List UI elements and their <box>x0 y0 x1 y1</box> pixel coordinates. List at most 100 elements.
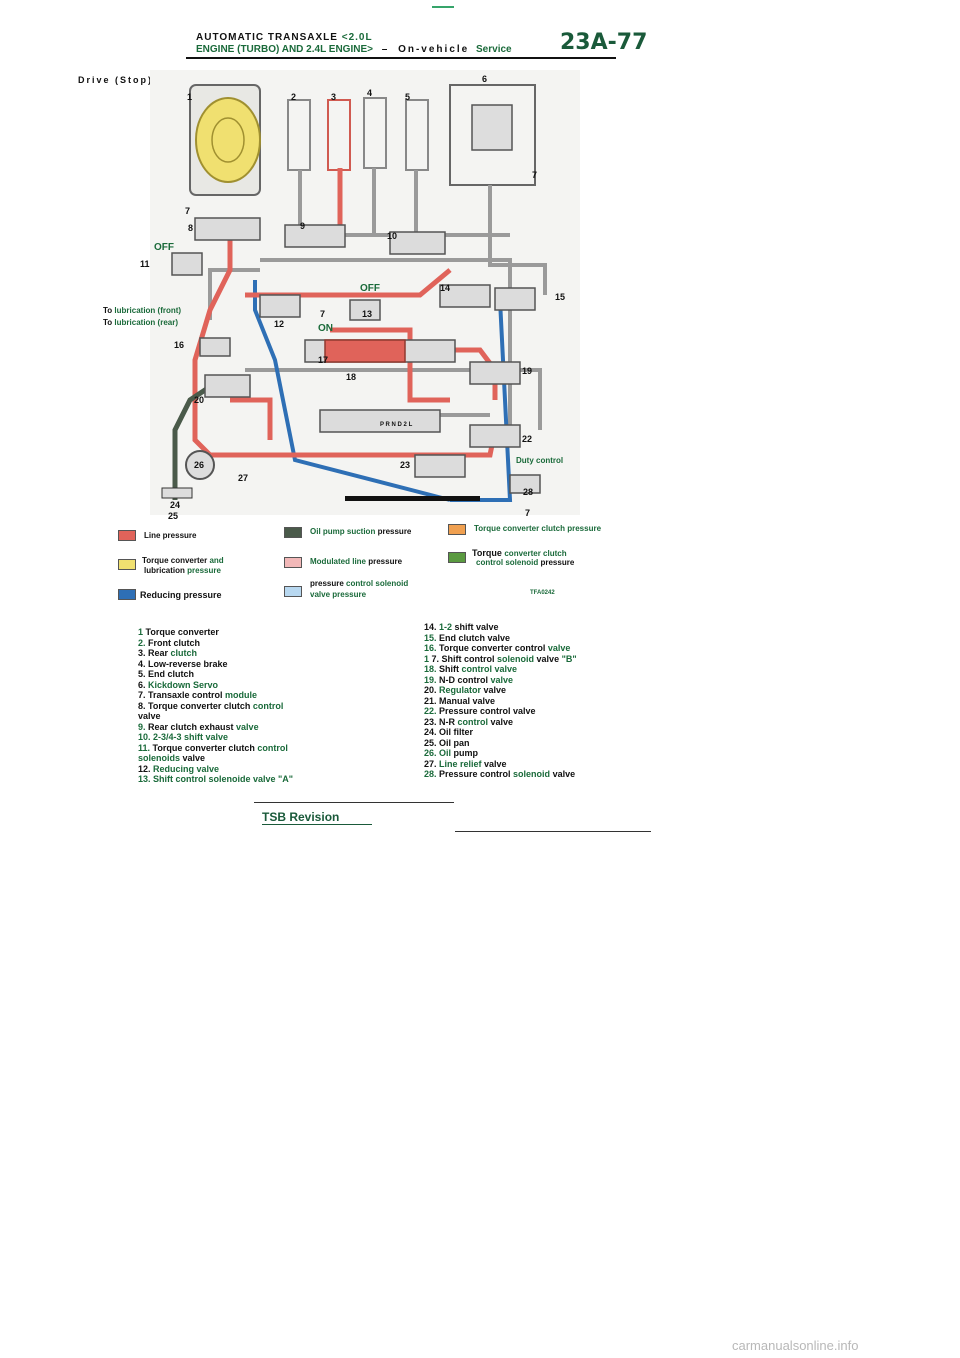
parts-item-a: valve <box>138 711 161 721</box>
legend-reducing: Reducing pressure <box>140 590 222 600</box>
parts-item-g: Kickdown Servo <box>148 679 219 690</box>
parts-item-n: 18. <box>424 664 440 674</box>
callout-4: 4 <box>367 88 373 98</box>
parts-list-item: 11. Torque converter clutch control <box>138 743 293 754</box>
parts-item-g: solenoid <box>497 653 537 664</box>
callout-7d: 7 <box>525 508 531 518</box>
parts-item-a: N-R <box>439 716 458 727</box>
legend-line-pressure-swatch <box>118 530 136 541</box>
callout-19: 19 <box>522 366 533 376</box>
parts-item-g: module <box>225 690 258 700</box>
label-duty-control: Duty control <box>516 456 564 465</box>
parts-list-right: 14. 1-2 shift valve 15. End clutch valve… <box>424 622 577 780</box>
parts-item-n: 21. <box>424 695 440 706</box>
parts-item-g: control <box>257 742 288 753</box>
callout-24: 24 <box>170 500 181 510</box>
callout-2: 2 <box>291 92 297 102</box>
parts-list-item: 25. Oil pan <box>424 738 577 749</box>
parts-item-n: 13. <box>138 774 154 784</box>
parts-list-item: 27. Line relief valve <box>424 759 577 770</box>
parts-list-item: 1 7. Shift control solenoid valve "B" <box>424 654 577 665</box>
callout-7b: 7 <box>185 206 191 216</box>
figure-code: TFA0242 <box>530 590 555 596</box>
parts-item-g: Shift control solenoide valve "A" <box>153 774 294 784</box>
parts-list-item: 13. Shift control solenoide valve "A" <box>138 774 293 785</box>
parts-item-a2: valve <box>552 769 576 779</box>
legend-modulated-swatch <box>284 557 302 568</box>
parts-list-item: 2. Front clutch <box>138 638 293 649</box>
parts-item-n: 7. <box>138 690 149 700</box>
parts-item-a: Torque converter control <box>439 643 548 653</box>
footer-rule-left <box>254 802 454 803</box>
parts-list-item: 21. Manual valve <box>424 696 577 707</box>
to-front-label: lubrication (front) <box>114 306 182 315</box>
legend-pcsv-b: control solenoid <box>346 579 409 588</box>
watermark: carmanualsonline.info <box>732 1338 859 1353</box>
parts-item-a: Torque converter <box>145 627 219 637</box>
parts-item-a2: valve <box>484 758 507 769</box>
callout-23: 23 <box>400 460 411 470</box>
legend-pcsv-swatch <box>284 586 302 597</box>
bottom-bar <box>345 496 480 501</box>
parts-item-n: 11. <box>138 742 153 753</box>
parts-item-n: 25. <box>424 737 440 748</box>
callout-18: 18 <box>346 372 357 382</box>
parts-list-item: 23. N-R control valve <box>424 717 577 728</box>
legend-tc-lub-b: and <box>209 556 224 565</box>
parts-item-n: 1 <box>138 627 146 637</box>
parts-list-item: valve <box>138 711 293 722</box>
page-subtitle: Drive (Stop) <box>78 75 154 85</box>
callout-16: 16 <box>174 340 185 350</box>
legend-oil-suction-a: Oil pump suction <box>310 527 376 536</box>
callout-20: 20 <box>194 395 205 405</box>
parts-item-a2: valve <box>182 753 206 763</box>
parts-item-g: 1-2 <box>439 622 455 632</box>
legend-tccs-line1: Torque converter clutch <box>472 548 567 558</box>
parts-item-n: 16. <box>424 643 440 653</box>
legend-tcc-swatch <box>448 524 466 535</box>
parts-list-item: 18. Shift control valve <box>424 664 577 675</box>
label-off-1: OFF <box>154 242 174 253</box>
parts-item-n: 20. <box>424 685 440 695</box>
legend-tccs-d: pressure <box>540 558 575 567</box>
legend-pcsv-c: valve pressure <box>310 590 367 599</box>
parts-list-item: 20. Regulator valve <box>424 685 577 696</box>
parts-list-item: 28. Pressure control solenoid valve <box>424 769 577 780</box>
parts-item-a2: pump <box>453 748 479 758</box>
to-rear-prefix: To <box>103 318 113 327</box>
top-mark <box>432 6 454 8</box>
callout-28: 28 <box>523 487 534 497</box>
parts-list-item: solenoids valve <box>138 753 293 764</box>
callout-15: 15 <box>555 292 566 302</box>
callout-11: 11 <box>140 259 150 269</box>
to-rear-lubrication: To lubrication (rear) <box>103 318 178 327</box>
parts-list-item: 24. Oil filter <box>424 727 577 738</box>
parts-item-g: 2-3/4-3 shift valve <box>153 732 229 742</box>
front-clutch-shape <box>287 99 311 171</box>
parts-item-n: 1 <box>424 653 432 664</box>
parts-list-item: 4. Low-reverse brake <box>138 659 293 670</box>
legend-tc-lub-a: Torque converter <box>142 556 208 565</box>
parts-list-item: 9. Rear clutch exhaust valve <box>138 722 293 733</box>
parts-item-n: 9. <box>138 721 149 732</box>
legend-tccs-b: converter clutch <box>504 549 567 558</box>
callout-6: 6 <box>482 74 488 84</box>
legend-oil-suction-swatch <box>284 527 302 538</box>
legend-tcc-a: Torque converter clutch <box>474 524 565 533</box>
callout-27: 27 <box>238 473 249 483</box>
to-rear-label: lubrication (rear) <box>114 318 178 327</box>
parts-item-a2: shift valve <box>454 622 499 632</box>
oil-pump-shape <box>185 450 215 480</box>
callout-7a: 7 <box>532 170 538 180</box>
legend-tcc-b: pressure <box>567 524 602 533</box>
callout-5: 5 <box>405 92 411 102</box>
legend-tcc: Torque converter clutch pressure <box>474 524 601 533</box>
parts-item-g: control valve <box>461 664 518 674</box>
parts-list-item: 5. End clutch <box>138 669 293 680</box>
legend-pcsv-line1: pressure control solenoid <box>310 579 408 588</box>
callout-1: 1 <box>187 92 193 102</box>
parts-item-n: 15. <box>424 632 440 643</box>
parts-list-item: 12. Reducing valve <box>138 764 293 775</box>
low-reverse-brake-shape <box>363 97 387 169</box>
parts-list-item: 14. 1-2 shift valve <box>424 622 577 633</box>
